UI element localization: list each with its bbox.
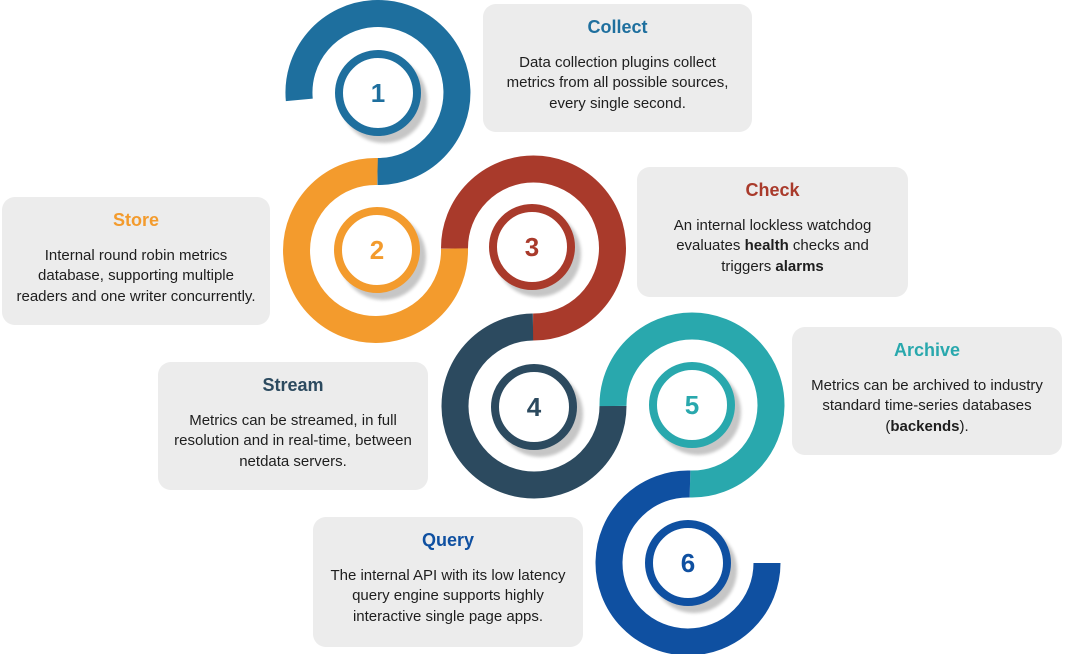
step-card-stream: Stream Metrics can be streamed, in full … xyxy=(158,362,428,490)
step-card-store: Store Internal round robin metrics datab… xyxy=(2,197,270,325)
step-number-6: 6 xyxy=(680,548,696,578)
card-body-check: An internal lockless watchdog evaluates … xyxy=(673,217,872,275)
step-card-check: Check An internal lockless watchdog eval… xyxy=(637,167,908,297)
spiral-segment-5 xyxy=(599,312,785,498)
step-circle-5: 5 xyxy=(649,362,735,448)
spiral-segment-4 xyxy=(441,313,627,499)
card-title-query: Query xyxy=(421,530,475,550)
spiral-segment-3 xyxy=(440,155,626,341)
step-circle-6: 6 xyxy=(645,520,731,606)
spiral-segment-1 xyxy=(285,0,471,186)
card-body-query: The internal API with its low latency qu… xyxy=(330,567,566,625)
step-circle-2: 2 xyxy=(334,207,420,293)
step-number-2: 2 xyxy=(369,235,385,265)
card-title-stream: Stream xyxy=(262,375,324,395)
step-number-4: 4 xyxy=(526,392,542,422)
card-title-store: Store xyxy=(112,210,159,230)
step-number-3: 3 xyxy=(524,232,540,262)
spiral-segment-6 xyxy=(595,470,781,654)
step-number-1: 1 xyxy=(370,78,386,108)
card-body-stream: Metrics can be streamed, in full resolut… xyxy=(174,412,412,470)
card-body-collect: Data collection plugins collect metrics … xyxy=(506,54,729,112)
step-circle-4: 4 xyxy=(491,364,577,450)
card-body-store: Internal round robin metrics database, s… xyxy=(16,247,256,305)
step-card-collect: Collect Data collection plugins collect … xyxy=(483,4,752,132)
card-title-check: Check xyxy=(745,180,800,200)
card-title-collect: Collect xyxy=(587,17,648,37)
step-circle-1: 1 xyxy=(335,50,421,136)
step-card-query: Query The internal API with its low late… xyxy=(313,517,583,647)
step-number-5: 5 xyxy=(684,390,700,420)
spiral-segment-2 xyxy=(283,157,469,343)
card-body-archive: Metrics can be archived to industry stan… xyxy=(811,377,1043,435)
step-card-archive: Archive Metrics can be archived to indus… xyxy=(792,327,1062,455)
step-circle-3: 3 xyxy=(489,204,575,290)
card-title-archive: Archive xyxy=(893,340,961,360)
